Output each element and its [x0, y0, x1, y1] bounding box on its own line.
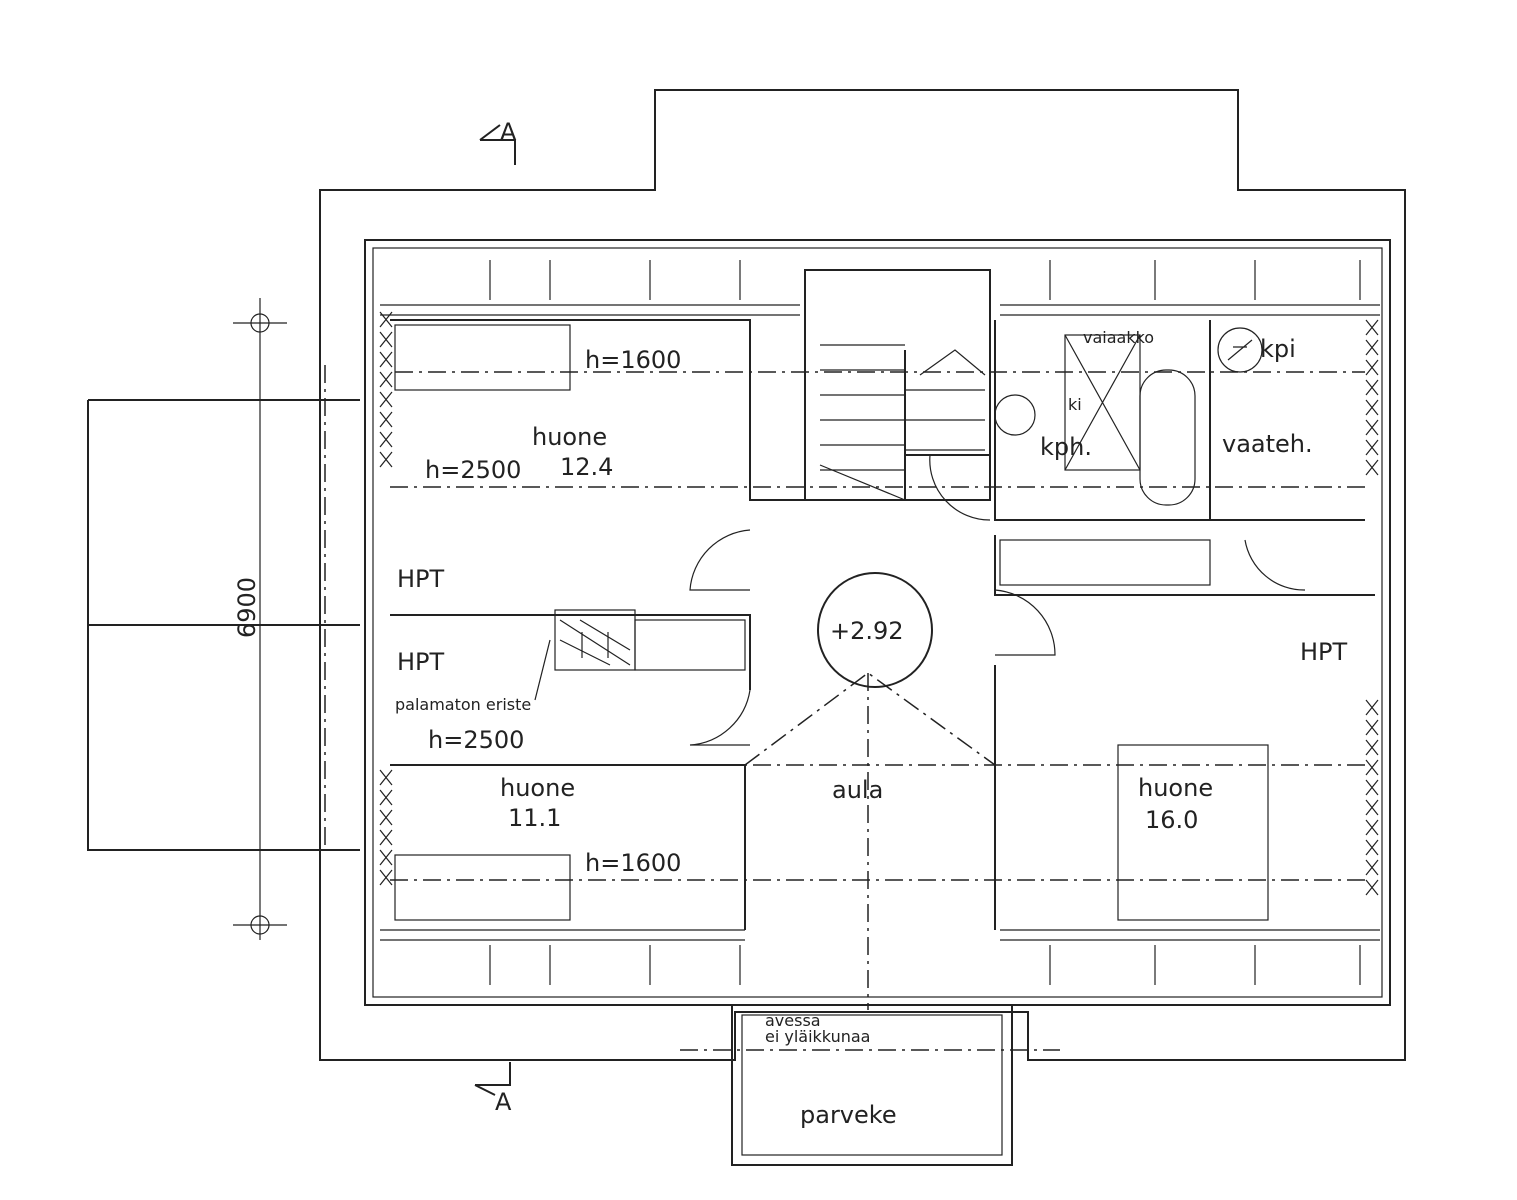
vaiaakko-label: vaiaakko [1083, 328, 1154, 347]
roof-outline [319, 89, 1406, 1061]
height-bottom-left-1: h=2500 [428, 726, 524, 754]
balcony-label: parveke [800, 1101, 897, 1129]
insulation-label: palamaton eriste [395, 695, 531, 714]
balcony-outline [731, 1004, 1013, 1166]
room-label-right: huone [1138, 774, 1213, 802]
hpt-right: HPT [1300, 638, 1348, 666]
kitchen-unit [534, 609, 746, 701]
section-label-bottom: A [495, 1088, 512, 1116]
section-label-top: A [500, 118, 517, 146]
ki-label: ki [1068, 395, 1082, 414]
height-top-left-2: h=2500 [425, 456, 521, 484]
area-right: 16.0 [1145, 806, 1198, 834]
bath-label: kph. [1040, 433, 1092, 461]
doors [689, 454, 1306, 746]
centerlines [324, 365, 1365, 1051]
section-mark-bottom [474, 1062, 511, 1096]
hpt-left-top: HPT [397, 565, 445, 593]
closet-label: vaateh. [1222, 430, 1313, 458]
stairs [819, 344, 986, 501]
bathroom-fixtures [994, 327, 1263, 506]
inner-wall [372, 247, 1383, 998]
kpi-label: kpi [1260, 335, 1296, 363]
height-bottom-left-2: h=1600 [585, 849, 681, 877]
door-note-2: ei yläikkunaa [765, 1027, 870, 1046]
height-top-left-1: h=1600 [585, 346, 681, 374]
room-label-top-left: huone [532, 423, 607, 451]
balcony-inner [741, 1014, 1003, 1156]
area-top-left: 12.4 [560, 453, 613, 481]
furniture [394, 324, 1269, 921]
wall-hatching [379, 304, 1380, 941]
level-circle [817, 572, 933, 688]
area-bottom-left: 11.1 [508, 804, 561, 832]
level-label: +2.92 [830, 617, 904, 645]
left-extension [87, 399, 360, 851]
dimension-label: 6900 [233, 577, 261, 638]
hpt-left-bottom: HPT [397, 648, 445, 676]
rafters [489, 260, 1361, 985]
door-note-1: avessa [765, 1011, 821, 1030]
room-label-bottom-left: huone [500, 774, 575, 802]
section-mark-top [479, 124, 516, 165]
hall-label: aula [832, 776, 883, 804]
